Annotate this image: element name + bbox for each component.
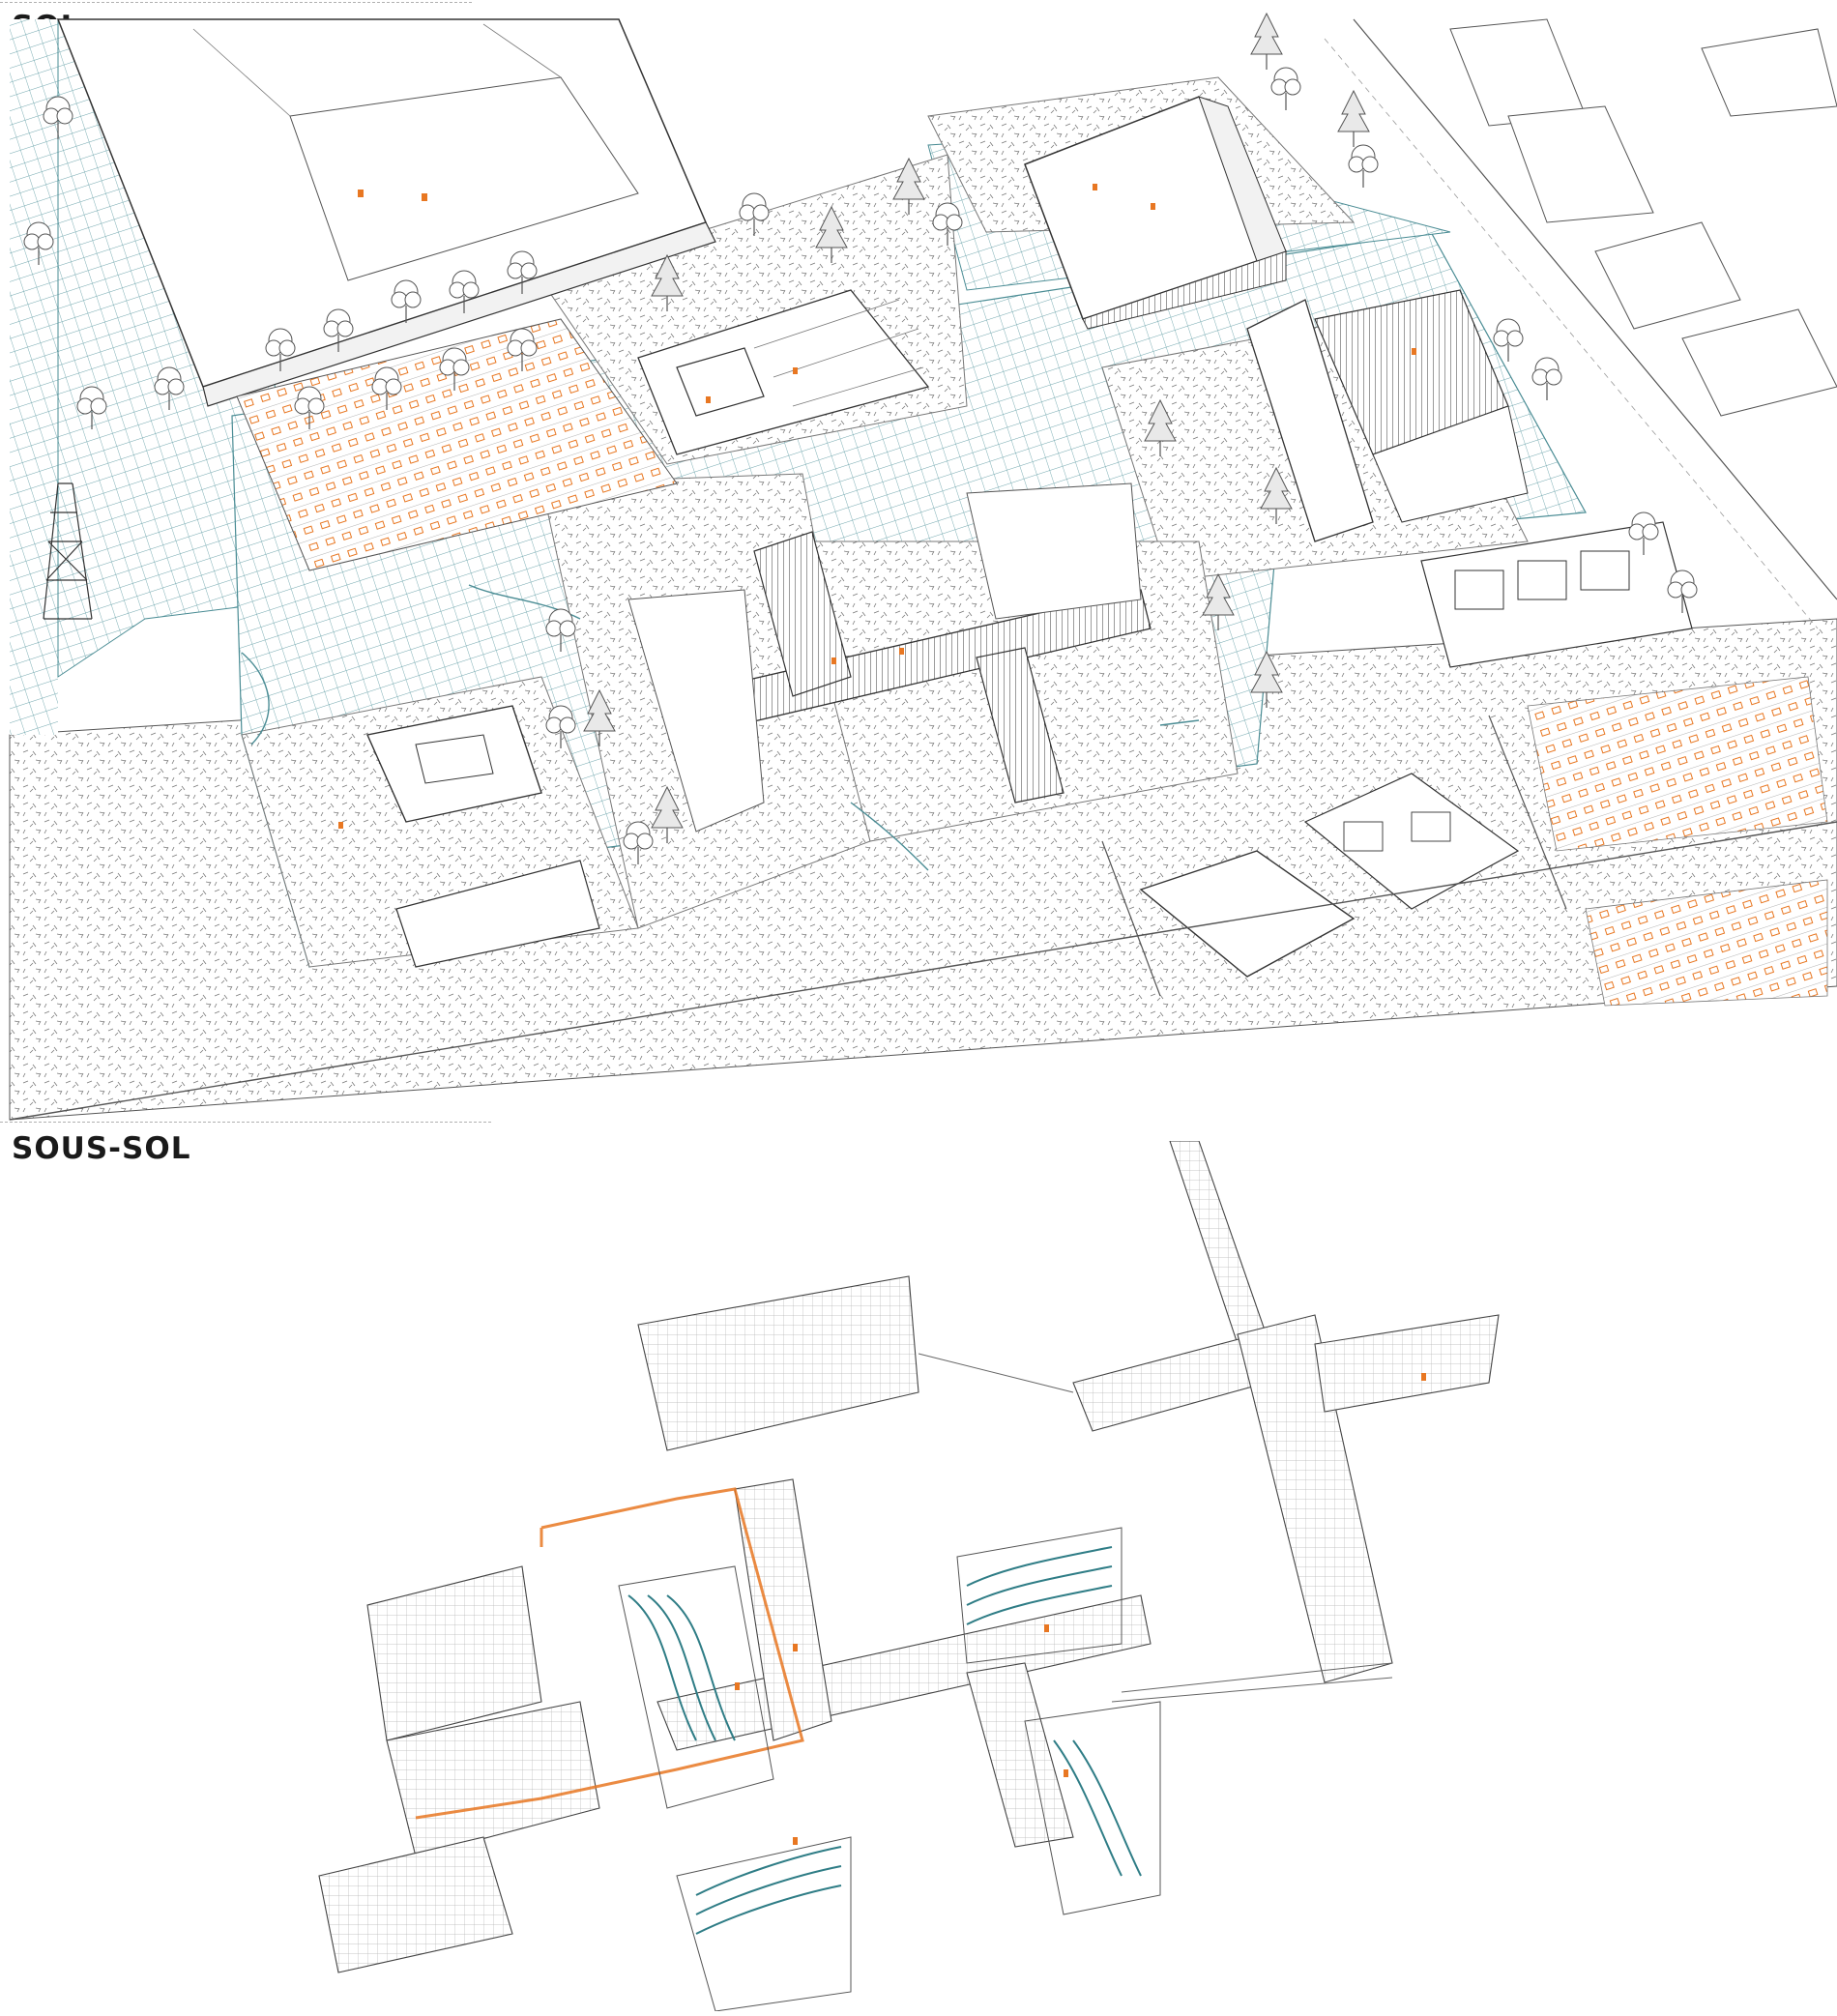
residential-blocks <box>1324 18 1837 629</box>
south-east-wing <box>966 1662 1074 1848</box>
ground-level-drawing <box>9 13 1837 1121</box>
central-cross-building <box>627 482 1152 833</box>
middle-divider <box>0 1122 491 1123</box>
lower-left-building <box>338 705 600 968</box>
basement-level-title: SOUS-SOL <box>12 1131 191 1166</box>
orange-markers <box>735 1373 1426 1845</box>
factory-building <box>56 18 716 407</box>
teal-tiered-gardens <box>627 1546 1142 1935</box>
upper-school-basement <box>637 1275 919 1451</box>
north-east-wing <box>1072 1333 1268 1432</box>
orange-circulation-path <box>415 1487 804 1820</box>
top-divider <box>0 2 472 3</box>
lower-left-square <box>366 1565 542 1741</box>
tennis-courts-right <box>1420 521 1693 668</box>
north-south-wing <box>734 1478 832 1741</box>
lower-left-rooms <box>386 1701 600 1857</box>
tree-parking <box>236 318 678 571</box>
basement-level-drawing <box>318 1141 1500 2011</box>
gymnasium-and-courts <box>1139 773 1520 978</box>
east-annex <box>1314 1314 1500 1413</box>
upper-school-building <box>637 289 930 455</box>
south-extension <box>318 1836 513 1973</box>
tennis-court-icon <box>1454 570 1504 610</box>
courtyard-block <box>1024 96 1288 330</box>
sports-hall-building <box>1246 289 1529 542</box>
central-corridor <box>656 1594 1152 1751</box>
parking-right <box>1527 676 1828 1007</box>
pylon-icon <box>43 482 93 620</box>
